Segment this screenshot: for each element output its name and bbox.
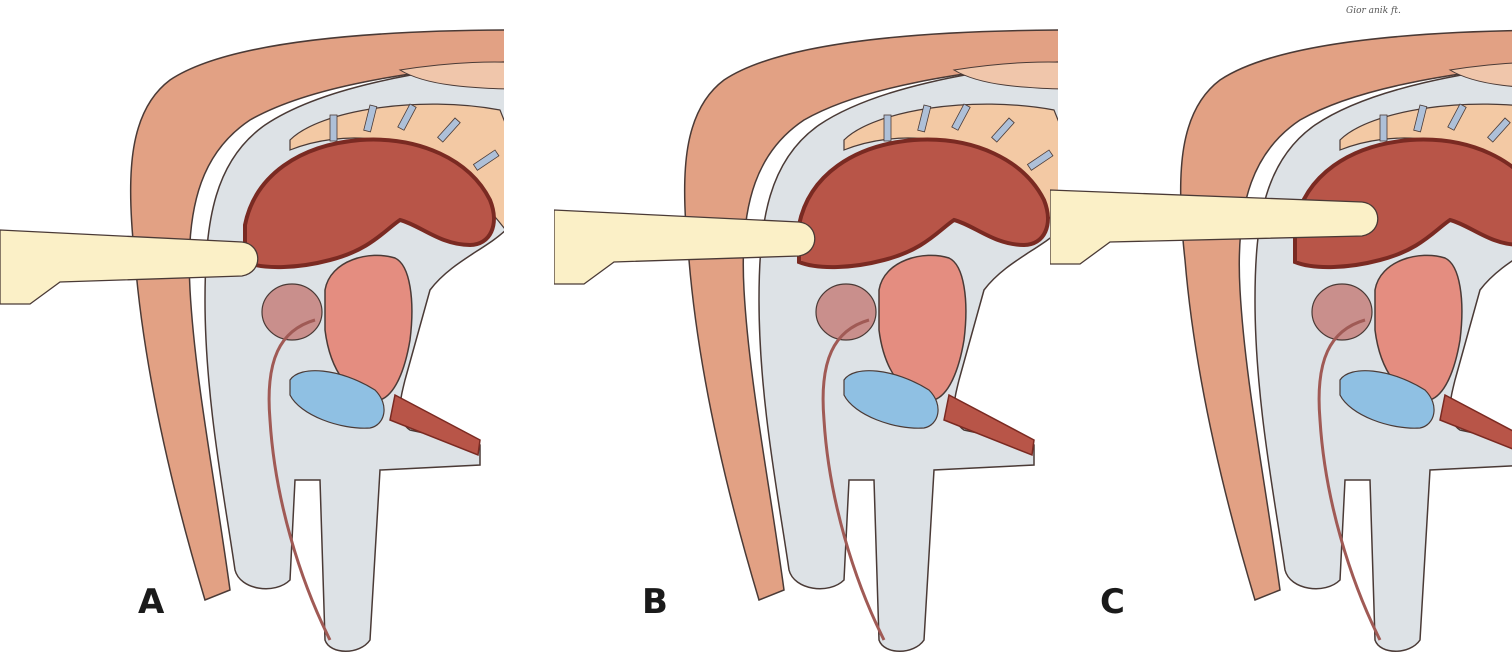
panel-a: A — [0, 0, 504, 659]
anatomy-diagram-a — [0, 0, 504, 659]
anatomy-diagram-c — [1050, 0, 1512, 659]
panel-label-a: A — [138, 582, 164, 622]
intervertebral-disc — [884, 115, 891, 141]
panel-label-c: C — [1100, 582, 1125, 622]
intervertebral-disc — [330, 115, 337, 141]
intervertebral-disc — [1380, 115, 1387, 141]
artist-signature: Gior anik ft. — [1346, 6, 1401, 16]
anatomy-diagram-b — [554, 0, 1058, 659]
panel-c: C — [1050, 0, 1512, 659]
panel-label-b: B — [642, 582, 668, 622]
panel-b: B — [554, 0, 1058, 659]
